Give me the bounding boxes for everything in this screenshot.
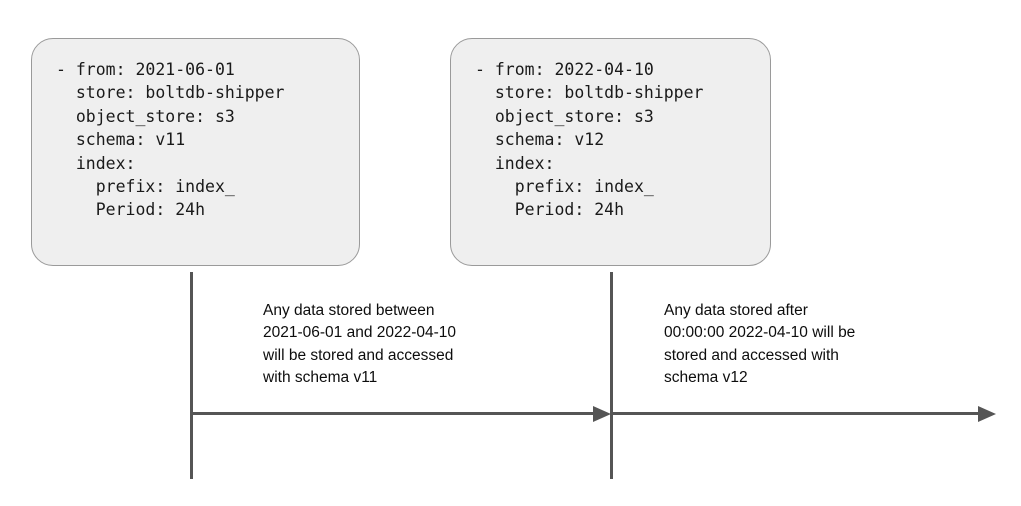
config-box-schema-v11: - from: 2021-06-01 store: boltdb-shipper… [31, 38, 360, 266]
config-code-schema-v12: - from: 2022-04-10 store: boltdb-shipper… [475, 60, 704, 220]
annotation-period-v12: Any data stored after 00:00:00 2022-04-1… [664, 302, 856, 387]
config-box-schema-v12: - from: 2022-04-10 store: boltdb-shipper… [450, 38, 771, 266]
timeline-arrowhead-end-icon [978, 405, 996, 422]
timeline-arrowhead-mid-icon [593, 405, 611, 422]
timeline-marker-line-2021-06-01 [190, 272, 193, 479]
timeline-segment-v12 [611, 412, 985, 415]
config-code-schema-v11: - from: 2021-06-01 store: boltdb-shipper… [56, 60, 285, 220]
timeline-marker-line-2022-04-10 [610, 272, 613, 479]
annotation-period-v11: Any data stored between 2021-06-01 and 2… [263, 302, 457, 387]
timeline-segment-v11 [191, 412, 594, 415]
